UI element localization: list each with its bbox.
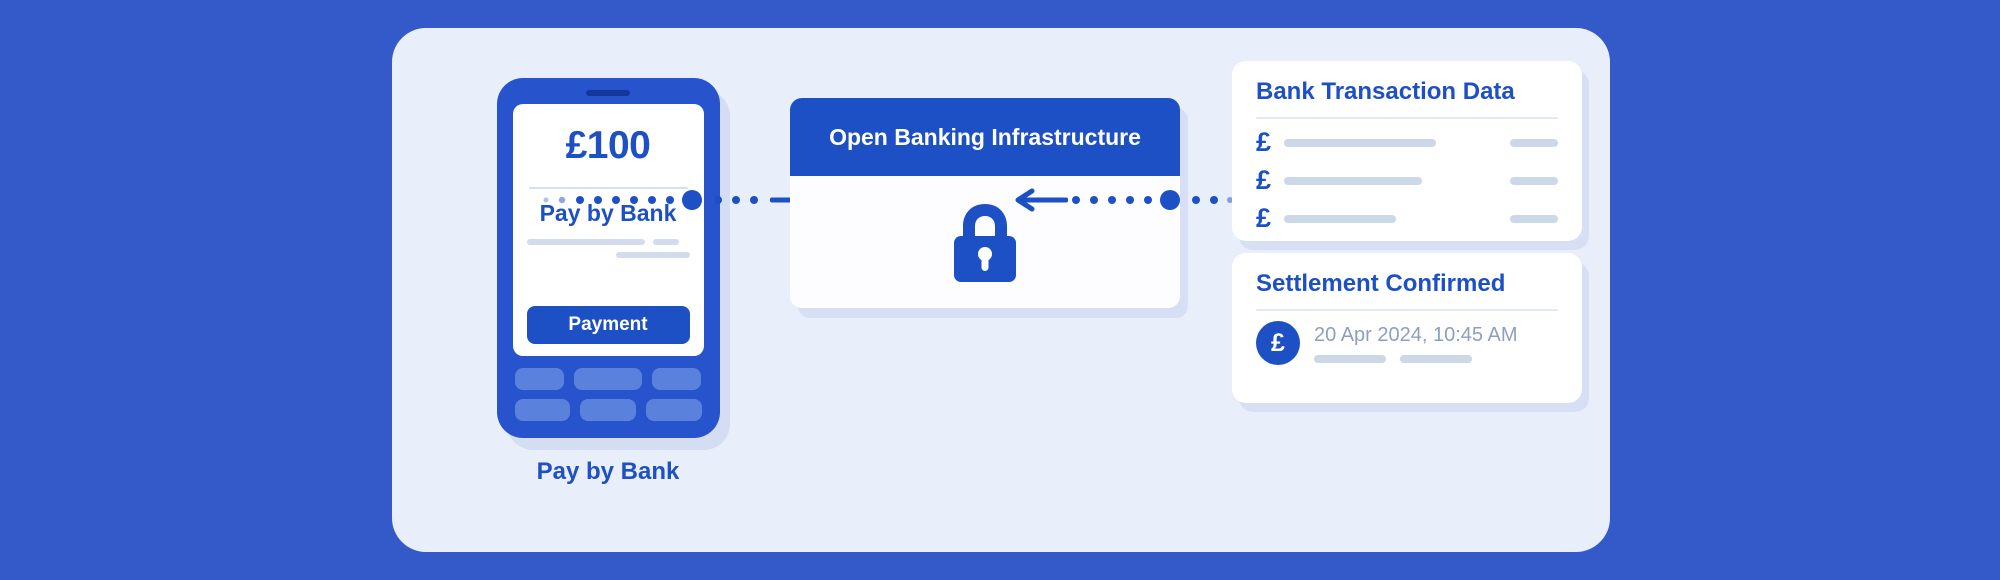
payment-button[interactable]: Payment xyxy=(526,306,690,344)
transaction-label-bar xyxy=(1284,138,1436,147)
screen-divider xyxy=(528,187,688,189)
payment-amount: £100 xyxy=(565,124,651,167)
keypad-key[interactable] xyxy=(580,399,636,421)
open-banking-card: Open Banking Infrastructure xyxy=(790,98,1180,308)
transaction-row: £ xyxy=(1256,129,1558,156)
dot-node xyxy=(1160,190,1180,210)
placeholder-bar xyxy=(652,239,679,245)
settlement-placeholder-bars xyxy=(1314,354,1558,363)
transaction-amount-bar xyxy=(1510,138,1558,147)
currency-symbol: £ xyxy=(1256,127,1272,158)
main-panel: £100 Pay by Bank Payment xyxy=(392,28,1610,552)
keypad-key[interactable] xyxy=(574,368,642,390)
placeholder-bar xyxy=(1314,354,1386,363)
lock-icon xyxy=(954,204,1016,282)
pound-badge-icon: £ xyxy=(1256,321,1300,366)
phone-caption: Pay by Bank xyxy=(536,458,680,485)
keypad-key[interactable] xyxy=(645,399,702,421)
placeholder-bar xyxy=(615,252,690,258)
pay-by-bank-phone-group: £100 Pay by Bank Payment xyxy=(458,78,758,518)
transaction-amount-bar xyxy=(1510,214,1558,223)
transaction-label-bar xyxy=(1284,214,1396,223)
dot-node xyxy=(682,190,702,210)
placeholder-row xyxy=(526,239,690,245)
settlement-detail-text: 20 Apr 2024, 10:45 AM xyxy=(1314,324,1558,363)
placeholder-row xyxy=(527,252,690,258)
phone-device: £100 Pay by Bank Payment xyxy=(496,78,720,438)
arrow-left-icon xyxy=(1015,188,1068,212)
placeholder-bar xyxy=(1400,354,1472,363)
card-divider xyxy=(1256,309,1558,312)
transaction-label-bar xyxy=(1284,176,1422,185)
keypad-row xyxy=(514,399,702,421)
bank-transaction-data-card: Bank Transaction Data £ £ £ xyxy=(1232,61,1582,241)
phone-screen: £100 Pay by Bank Payment xyxy=(512,104,704,356)
currency-symbol: £ xyxy=(1256,165,1272,196)
settlement-detail-row: £ 20 Apr 2024, 10:45 AM xyxy=(1256,321,1558,366)
currency-symbol: £ xyxy=(1256,203,1272,234)
placeholder-bar xyxy=(526,239,645,245)
bank-transaction-data-title: Bank Transaction Data xyxy=(1256,78,1515,105)
settlement-confirmed-card: Settlement Confirmed £ 20 Apr 2024, 10:4… xyxy=(1232,253,1582,403)
payment-method-label: Pay by Bank xyxy=(539,200,677,226)
settlement-timestamp: 20 Apr 2024, 10:45 AM xyxy=(1314,323,1518,346)
transaction-row: £ xyxy=(1256,167,1558,194)
card-divider xyxy=(1256,117,1558,120)
keypad-key[interactable] xyxy=(514,399,571,421)
keypad-row xyxy=(514,368,702,390)
screen-placeholder-lines xyxy=(526,239,690,258)
phone-speaker-icon xyxy=(586,90,630,96)
transaction-amount-bar xyxy=(1510,176,1558,185)
keypad-key[interactable] xyxy=(514,368,565,390)
settlement-confirmed-title: Settlement Confirmed xyxy=(1256,270,1506,297)
transaction-row: £ xyxy=(1256,205,1558,232)
connector-left xyxy=(543,190,758,210)
connector-right xyxy=(1072,190,1233,210)
keypad-key[interactable] xyxy=(651,368,702,390)
phone-keypad xyxy=(514,368,702,424)
open-banking-title: Open Banking Infrastructure xyxy=(790,98,1180,176)
